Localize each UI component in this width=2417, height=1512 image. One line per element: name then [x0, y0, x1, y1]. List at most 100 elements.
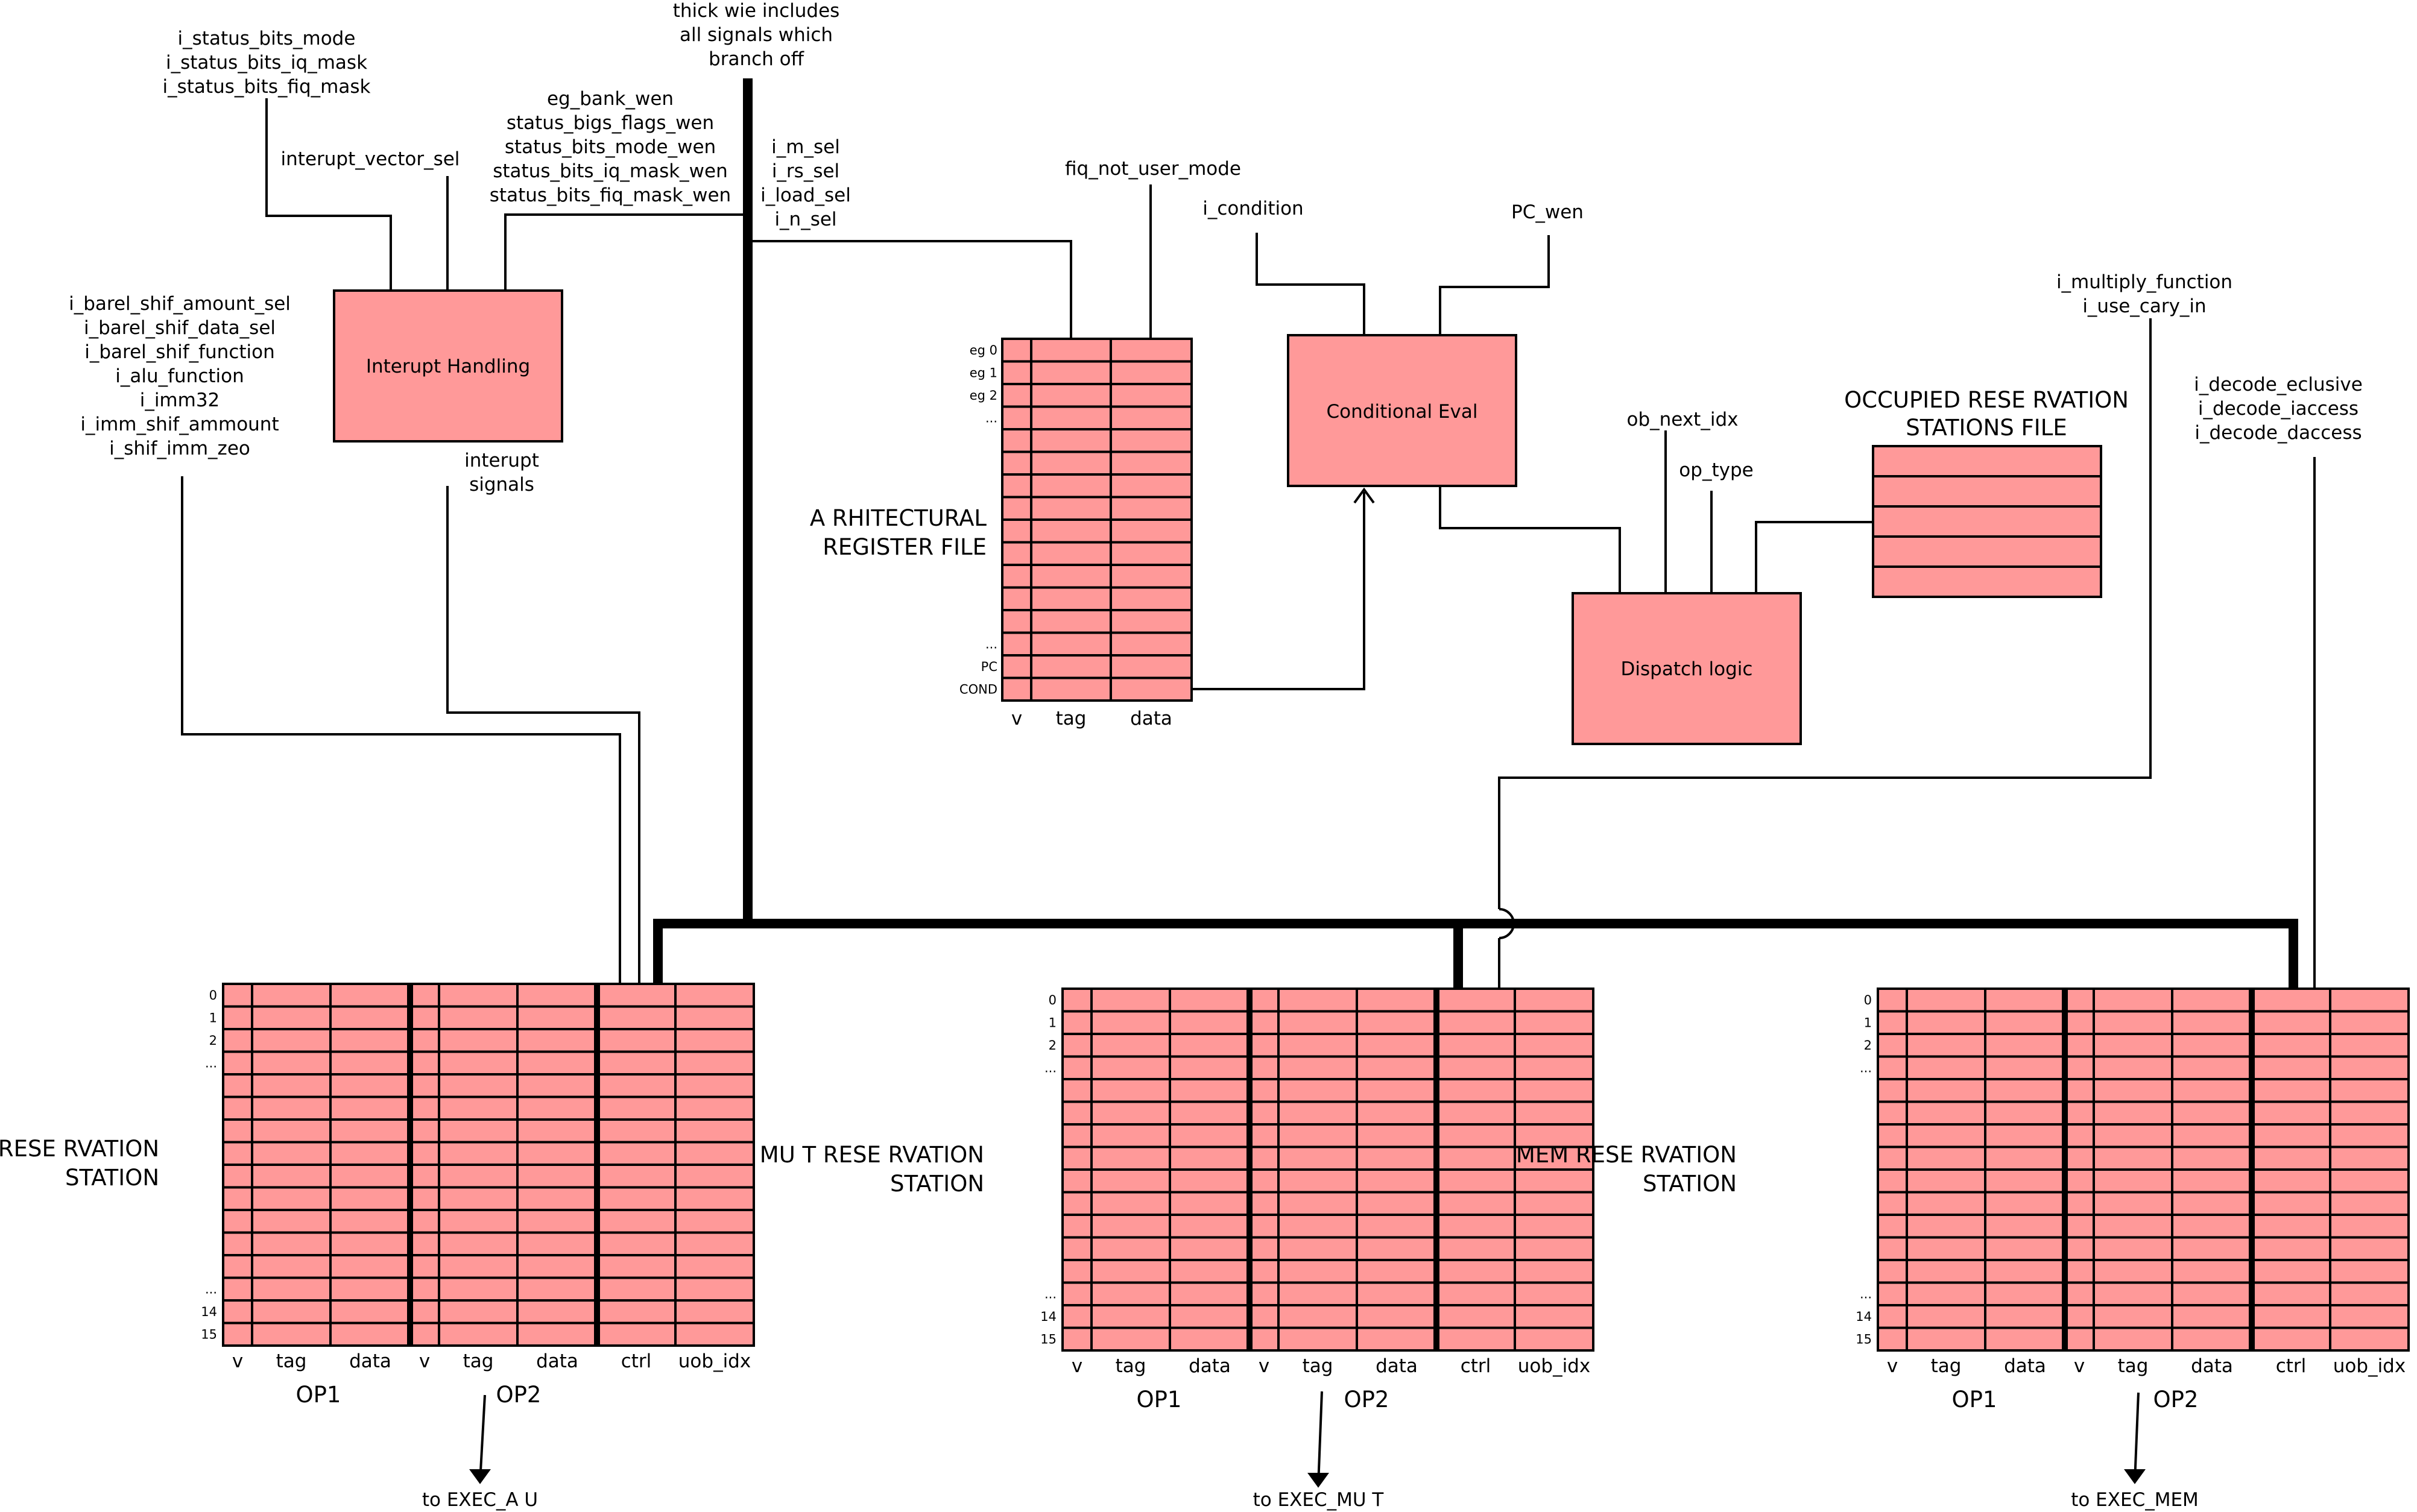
multiply-function-label: i_multiply_function — [2056, 271, 2232, 293]
status-bits-iq-mask-label: i_status_bits_iq_mask — [166, 52, 367, 74]
rs-row-label: 0 — [1049, 993, 1057, 1007]
decode-daccess-label: i_decode_daccess — [2194, 422, 2362, 444]
reservation-stations: 0 1 2...... 14 15 v tag data v tag data ctrl uob_idx… — [0, 983, 2410, 1511]
regfile-row-label: eg 1 — [970, 366, 997, 380]
rs-row-label: 14 — [201, 1305, 217, 1319]
thick-wire-note-3: branch off — [709, 48, 804, 70]
barrel-label-1: i_barel_shif_amount_sel — [69, 293, 291, 315]
rs-row-label: 2 — [1864, 1038, 1872, 1053]
rs-row-label: 15 — [1040, 1332, 1057, 1347]
use-carry-in-label: i_use_cary_in — [2082, 295, 2206, 317]
interrupt-vector-sel-label: interupt_vector_sel — [281, 148, 460, 170]
rs-row-label: 0 — [209, 988, 217, 1003]
rs-column-header: v — [419, 1350, 430, 1372]
regfile-row-label: ... — [985, 637, 997, 652]
rs-op2-label: OP2 — [2153, 1387, 2199, 1413]
pc-wen-label: PC_wen — [1511, 201, 1584, 223]
sel-label-4: i_n_sel — [774, 209, 836, 230]
wen-label-5: status_bits_fiq_mask_wen — [490, 184, 731, 206]
rs-row-label: 1 — [1049, 1016, 1057, 1030]
rs-row-label: 1 — [209, 1011, 217, 1025]
wires — [181, 98, 2316, 1488]
conditional-eval-block: Conditional Eval — [1287, 334, 1517, 487]
wen-label-4: status_bits_iq_mask_wen — [493, 160, 728, 182]
thick-wire-note-2: all signals which — [680, 24, 833, 46]
barrel-label-5: i_imm32 — [140, 389, 220, 411]
rs-column-header: data — [1189, 1355, 1231, 1377]
rs-row-label: 0 — [1864, 993, 1872, 1007]
rs-row-label: 15 — [201, 1328, 217, 1342]
dispatch-logic-block: Dispatch logic — [1572, 592, 1802, 745]
rs-title-2: STATION — [65, 1165, 159, 1191]
rs-row-label: 1 — [1864, 1016, 1872, 1030]
rs-column-header: uob_idx — [1518, 1355, 1590, 1377]
rs-row-label: 14 — [1040, 1309, 1057, 1324]
decode-iaccess-label: i_decode_iaccess — [2198, 398, 2359, 420]
rs-op1-label: OP1 — [1137, 1387, 1182, 1413]
regfile-column-header: data — [1130, 708, 1172, 729]
regfile-row-label: COND — [959, 682, 997, 697]
decode-exclusive-label: i_decode_eclusive — [2194, 374, 2363, 395]
status-bits-fiq-mask-label: i_status_bits_fiq_mask — [163, 76, 371, 98]
conditional-eval-label: Conditional Eval — [1327, 401, 1478, 423]
regfile-row-label: eg 0 — [970, 343, 997, 358]
rs-title-1: MEM RESE RVATION — [1516, 1142, 1737, 1168]
rs-column-header: tag — [1931, 1355, 1962, 1377]
rs-column-header: ctrl — [621, 1350, 652, 1372]
regfile-column-header: tag — [1056, 708, 1087, 729]
occupied-rs-title-2: STATIONS FILE — [1906, 415, 2067, 441]
status-bits-mode-label: i_status_bits_mode — [178, 28, 356, 49]
rs-exec-target-label: to EXEC_A U — [422, 1489, 538, 1511]
rob-next-idx-label: ob_next_idx — [1627, 409, 1739, 430]
rs-column-header: tag — [1303, 1355, 1333, 1377]
rs-title-1: A U RESE RVATION — [0, 1136, 159, 1162]
rs-column-header: v — [1259, 1355, 1269, 1377]
barrel-label-4: i_alu_function — [115, 365, 244, 387]
rs-exec-target-label: to EXEC_MU T — [1253, 1489, 1385, 1511]
rs-column-header: data — [349, 1350, 391, 1372]
occupied-rs-file: OCCUPIED RESE RVATION STATIONS FILE — [1844, 387, 2129, 598]
rs-column-header: data — [536, 1350, 578, 1372]
rs-column-header: v — [2074, 1355, 2085, 1377]
regfile-row-label: ... — [985, 411, 997, 426]
rs-title-2: STATION — [890, 1171, 984, 1197]
rs-column-header: v — [1072, 1355, 1082, 1377]
wen-label-2: status_bigs_flags_wen — [507, 112, 714, 134]
sel-label-2: i_rs_sel — [772, 160, 839, 182]
rs-column-header: uob_idx — [678, 1350, 751, 1372]
regfile-title-2: REGISTER FILE — [823, 534, 987, 560]
rs-column-header: ctrl — [2276, 1355, 2307, 1377]
barrel-label-3: i_barel_shif_function — [84, 341, 275, 363]
interrupt-signals-label-2: signals — [469, 474, 534, 496]
regfile-title-1: A RHITECTURAL — [810, 505, 987, 531]
rs-row-label: ... — [205, 1056, 217, 1071]
dispatch-logic-label: Dispatch logic — [1621, 658, 1753, 680]
wen-label-1: eg_bank_wen — [547, 88, 674, 110]
barrel-label-6: i_imm_shif_ammount — [80, 414, 279, 435]
rs-row-label: 14 — [1856, 1309, 1872, 1324]
rs-row-label: ... — [1860, 1287, 1872, 1302]
barrel-label-7: i_shif_imm_zeo — [109, 438, 250, 459]
sel-label-1: i_m_sel — [771, 136, 840, 158]
rs-op1-label: OP1 — [1952, 1387, 1997, 1413]
rs-column-header: tag — [2118, 1355, 2149, 1377]
rs-row-label: ... — [205, 1282, 217, 1297]
rs-column-header: uob_idx — [2333, 1355, 2406, 1377]
regfile-row-label: eg 2 — [970, 388, 997, 403]
fiq-not-user-mode-label: fiq_not_user_mode — [1065, 158, 1241, 180]
regfile-row-label: PC — [981, 660, 997, 674]
architectural-register-file: A RHITECTURAL REGISTER FILE eg 0 eg 1 eg 2… — [810, 338, 1193, 729]
rs-row-label: ... — [1860, 1061, 1872, 1076]
op-type-label: op_type — [1679, 459, 1753, 481]
rs-row-label: ... — [1044, 1061, 1057, 1076]
wen-label-3: status_bits_mode_wen — [505, 136, 716, 158]
occupied-rs-title-1: OCCUPIED RESE RVATION — [1844, 387, 2129, 413]
rs-row-label: 2 — [1049, 1038, 1057, 1053]
rs-column-header: v — [1887, 1355, 1898, 1377]
rs-op1-label: OP1 — [296, 1382, 341, 1408]
rs-row-label: 2 — [209, 1033, 217, 1048]
rs-exec-target-label: to EXEC_MEM — [2071, 1489, 2199, 1511]
